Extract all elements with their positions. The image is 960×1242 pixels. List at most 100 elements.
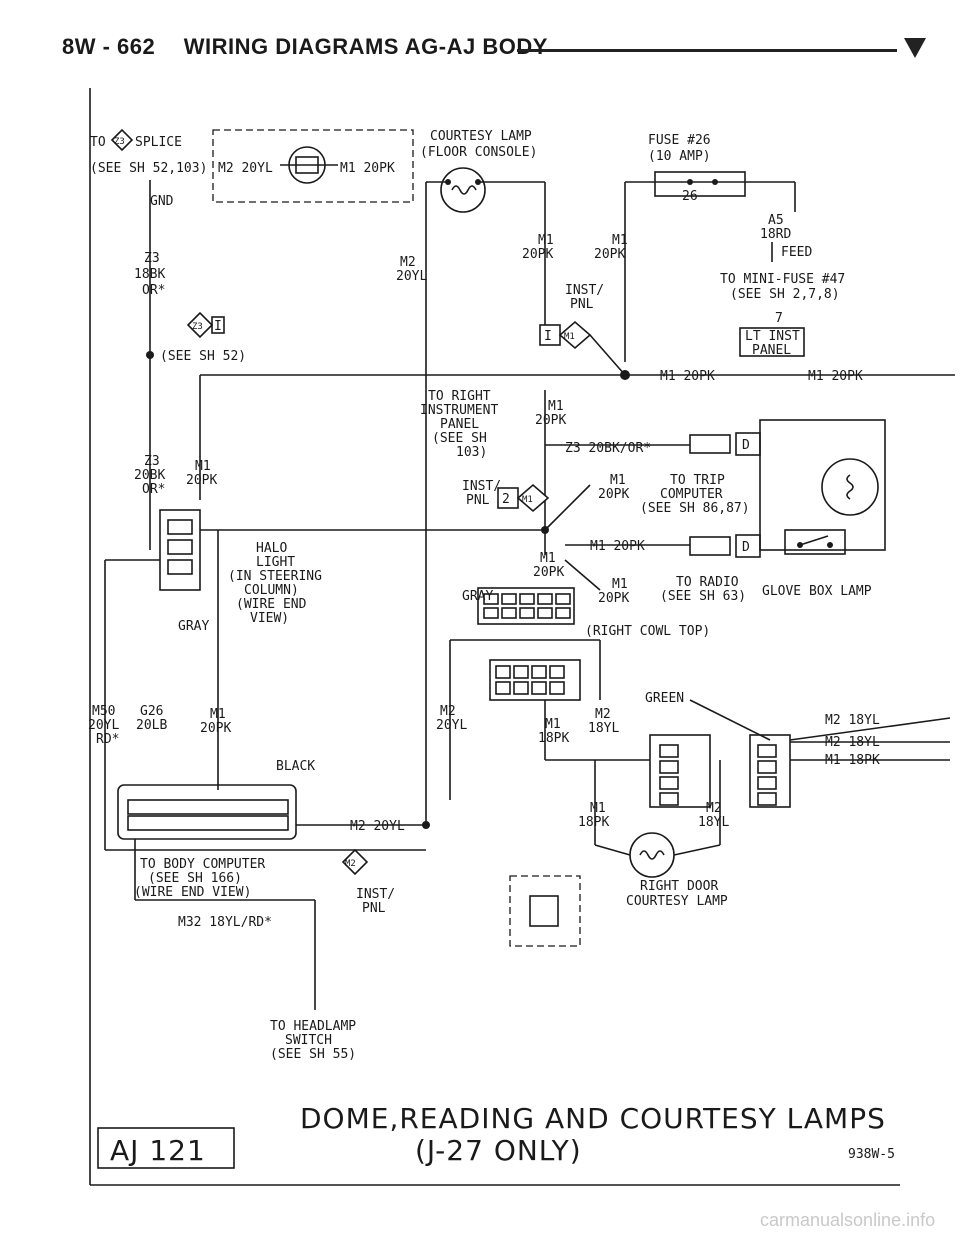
label-z3-left-2: 18BK	[134, 267, 165, 282]
label-m2d-1: M2	[595, 707, 611, 722]
door-pin	[659, 744, 679, 758]
label-splice-num: Z3	[114, 137, 125, 147]
cowl-pin	[495, 681, 511, 695]
cowl-pin	[549, 665, 565, 679]
door-pin	[659, 776, 679, 790]
glove-box-bulb-icon	[821, 458, 879, 516]
label-lt-2: PANEL	[752, 343, 791, 358]
fuse-box	[654, 171, 746, 197]
label-gray-left: GRAY	[178, 619, 209, 634]
filament-icon	[846, 474, 854, 500]
halo-pin	[167, 559, 193, 575]
label-body-3: (WIRE END VIEW)	[134, 885, 251, 900]
door-pin	[757, 744, 777, 758]
label-headlamp-2: SWITCH	[285, 1033, 332, 1048]
label-halo-6: VIEW)	[250, 611, 289, 626]
door-pin	[659, 760, 679, 774]
cowl-pin	[555, 607, 571, 619]
label-halo-4: COLUMN)	[244, 583, 299, 598]
wire	[564, 559, 601, 591]
label-m2-20yl-top: M2 20YL	[218, 161, 273, 176]
label-inst3-1: INST/	[356, 887, 395, 902]
cowl-pin	[483, 593, 499, 605]
label-inst-pnl-1: INST/	[565, 283, 604, 298]
label-m2-20yl-bot: M2 20YL	[350, 819, 405, 834]
label-m1-glove: M1 20PK	[590, 539, 645, 554]
label-fuse-2: (10 AMP)	[648, 149, 711, 164]
label-inst2-1: INST/	[462, 479, 501, 494]
label-lt-1: LT INST	[745, 329, 800, 344]
cowl-pin	[537, 607, 553, 619]
label-see-sh-52: (SEE SH 52)	[160, 349, 246, 364]
label-m1a-2: 20PK	[522, 247, 553, 262]
label-trip-20pk: 20PK	[598, 487, 629, 502]
page-title: WIRING DIAGRAMS AG-AJ BODY	[183, 34, 548, 59]
label-conn-i-1: I	[544, 329, 552, 344]
conn2-diamond-icon	[516, 483, 550, 513]
connector-icon	[689, 536, 731, 556]
door-pin	[659, 792, 679, 806]
label-g26-2: 20LB	[136, 718, 167, 733]
label-out-3: M1 18PK	[825, 753, 880, 768]
label-m1h-1: M1	[590, 801, 606, 816]
console-lamp-box	[212, 129, 414, 203]
label-conn2-1: 2	[502, 492, 510, 507]
z3-pin-box	[211, 316, 225, 334]
label-m1b-2: 20PK	[594, 247, 625, 262]
label-m1d-2: 20PK	[186, 473, 217, 488]
cowl-pin	[501, 593, 517, 605]
label-m1g-2: 18PK	[538, 731, 569, 746]
label-m1-bus: M1 20PK	[660, 369, 715, 384]
door-pin	[757, 792, 777, 806]
label-z3-mid-2: 20BK	[134, 468, 165, 483]
label-lt-num: 7	[775, 311, 783, 326]
m2-connector-diamond-icon	[341, 848, 369, 876]
cowl-pin	[531, 681, 547, 695]
label-m2c-1: M2	[440, 704, 456, 719]
label-m2-mid-1: M2	[400, 255, 416, 270]
label-radio-2: (SEE SH 63)	[660, 589, 746, 604]
label-z3-left-1: Z3	[144, 251, 160, 266]
right-door-switch-box	[509, 875, 581, 947]
label-conn-i-2: M1	[564, 332, 575, 342]
wire	[673, 844, 721, 856]
connector-icon	[689, 434, 731, 454]
label-d-1: D	[742, 438, 750, 453]
page-header: 8W - 662 WIRING DIAGRAMS AG-AJ BODY	[62, 34, 926, 68]
label-halo-1: HALO	[256, 541, 287, 556]
label-halo-3: (IN STEERING	[228, 569, 322, 584]
footer-code: 938W-5	[848, 1147, 895, 1162]
label-halo-5: (WIRE END	[236, 597, 307, 612]
label-body-2: (SEE SH 166)	[148, 871, 242, 886]
junction-dot	[827, 542, 833, 548]
label-m2-marker: M2	[345, 859, 356, 869]
label-right-ip-4: (SEE SH	[432, 431, 487, 446]
label-inst2-2: PNL	[466, 493, 490, 508]
junction-dot	[620, 370, 630, 380]
label-m1g-1: M1	[545, 717, 561, 732]
junction-dot	[712, 179, 718, 185]
door-pin	[757, 760, 777, 774]
cowl-pin	[519, 593, 535, 605]
cowl-pin	[495, 665, 511, 679]
halo-connector-body	[159, 509, 201, 591]
footer-title-line1: DOME,READING AND COURTESY LAMPS	[300, 1102, 886, 1135]
label-a5-1: A5	[768, 213, 784, 228]
wire	[594, 844, 631, 856]
header-triangle-icon	[904, 38, 926, 58]
label-conn2-2: M1	[522, 495, 533, 505]
label-m2e-1: M2	[706, 801, 722, 816]
label-trip-m1: M1	[610, 473, 626, 488]
body-pin-row	[127, 815, 289, 831]
label-inst-pnl-2: PNL	[570, 297, 594, 312]
label-out-2: M2 18YL	[825, 735, 880, 750]
door-connector-right	[749, 734, 791, 808]
lt-inst-panel-box	[739, 327, 805, 357]
footer-title-line2: (J-27 ONLY)	[415, 1134, 582, 1167]
footer-page-box: AJ 121	[110, 1134, 206, 1167]
label-see-sh-52-103: (SEE SH 52,103)	[90, 161, 207, 176]
label-green: GREEN	[645, 691, 684, 706]
label-m1c-1: M1	[548, 399, 564, 414]
label-body-1: TO BODY COMPUTER	[140, 857, 265, 872]
cowl-pin	[549, 681, 565, 695]
